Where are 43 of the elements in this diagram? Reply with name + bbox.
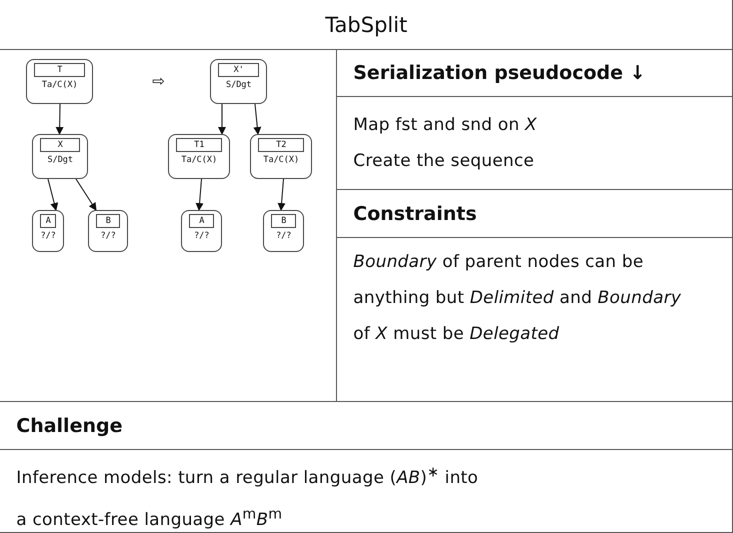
tree-node — [88, 210, 128, 252]
arrow — [218, 104, 226, 136]
section-heading: Constraints — [353, 202, 477, 225]
arrow — [278, 178, 286, 212]
tree-node — [181, 210, 222, 252]
tree-node — [210, 59, 268, 104]
node-label: Ta/C(X) — [263, 155, 300, 166]
node-label: ?/? — [100, 231, 116, 242]
node-header: X' — [218, 63, 260, 78]
arrow — [196, 178, 204, 212]
node-header: T1 — [176, 138, 222, 152]
node-header: T2 — [258, 138, 304, 152]
node-header: A — [40, 214, 56, 228]
node-label: S/Dgt — [47, 155, 74, 166]
node-header: X — [40, 138, 80, 152]
tree-node — [168, 134, 230, 180]
pseudocode-line: Create the sequence — [353, 150, 536, 174]
node-label: ?/? — [276, 231, 292, 242]
node-header: B — [96, 214, 120, 228]
transform-arrow: ⇨ — [152, 72, 165, 90]
constraints-text: Boundary of parent nodes can be anything but Delimited and Boundary of X must be Delegated — [353, 251, 682, 346]
tree-node — [250, 134, 312, 180]
arrow — [48, 178, 58, 212]
node-header: B — [271, 214, 296, 228]
node-header: T — [34, 63, 86, 78]
pseudocode-line: Map fst and snd on X — [353, 114, 537, 138]
section-heading: Challenge — [16, 414, 122, 437]
arrow — [76, 178, 97, 212]
node-label: Ta/C(X) — [181, 155, 218, 166]
arrow — [56, 104, 64, 136]
node-label: ?/? — [40, 231, 56, 242]
node-header: A — [189, 214, 214, 228]
tree-node — [26, 59, 94, 104]
challenge-text: Inference models: turn a regular language (AB)$^{∗}$ into a context-free language A$^{m}$B$^{m}$ — [16, 463, 480, 532]
tree-node — [32, 134, 88, 180]
table-title: TabSplit — [325, 12, 408, 37]
node-label: Ta/C(X) — [42, 80, 78, 92]
node-label: ?/? — [194, 231, 210, 242]
arrow — [254, 104, 262, 136]
tree-node — [263, 210, 304, 252]
node-label: S/Dgt — [226, 80, 252, 92]
tree-node — [32, 210, 64, 252]
section-heading: Serialization pseudocode ↓ — [353, 62, 646, 84]
